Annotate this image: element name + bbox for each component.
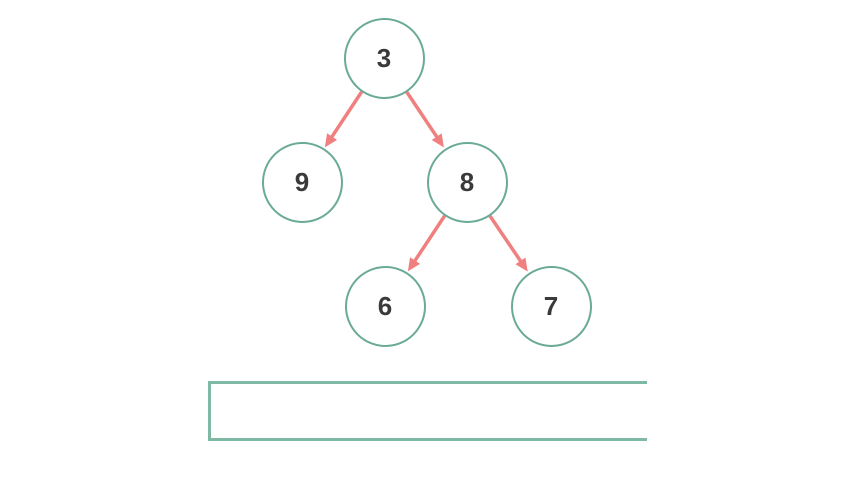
tree-edge-line [405, 90, 441, 141]
tree-node-label: 3 [376, 43, 392, 73]
tree-node-7[interactable]: 7 [510, 265, 592, 347]
tree-edge-line [411, 214, 446, 265]
tree-edge-arrowhead [324, 133, 338, 148]
tree-edge-line [328, 90, 363, 141]
array-slot-list [211, 384, 647, 438]
tree-node-9[interactable]: 9 [261, 141, 343, 223]
tree-edge-arrowhead [515, 257, 528, 272]
tree-node-label: 8 [459, 167, 475, 197]
tree-node-label: 6 [377, 291, 393, 321]
tree-edge-arrowhead [431, 133, 444, 148]
tree-node-label: 7 [543, 291, 559, 321]
tree-node-8[interactable]: 8 [426, 141, 508, 223]
tree-node-6[interactable]: 6 [344, 265, 426, 347]
tree-edge-line [488, 214, 524, 266]
tree-node-3[interactable]: 3 [343, 17, 425, 99]
array-container[interactable] [208, 381, 647, 441]
tree-edge-arrowhead [407, 257, 421, 272]
tree-node-label: 9 [294, 167, 310, 197]
